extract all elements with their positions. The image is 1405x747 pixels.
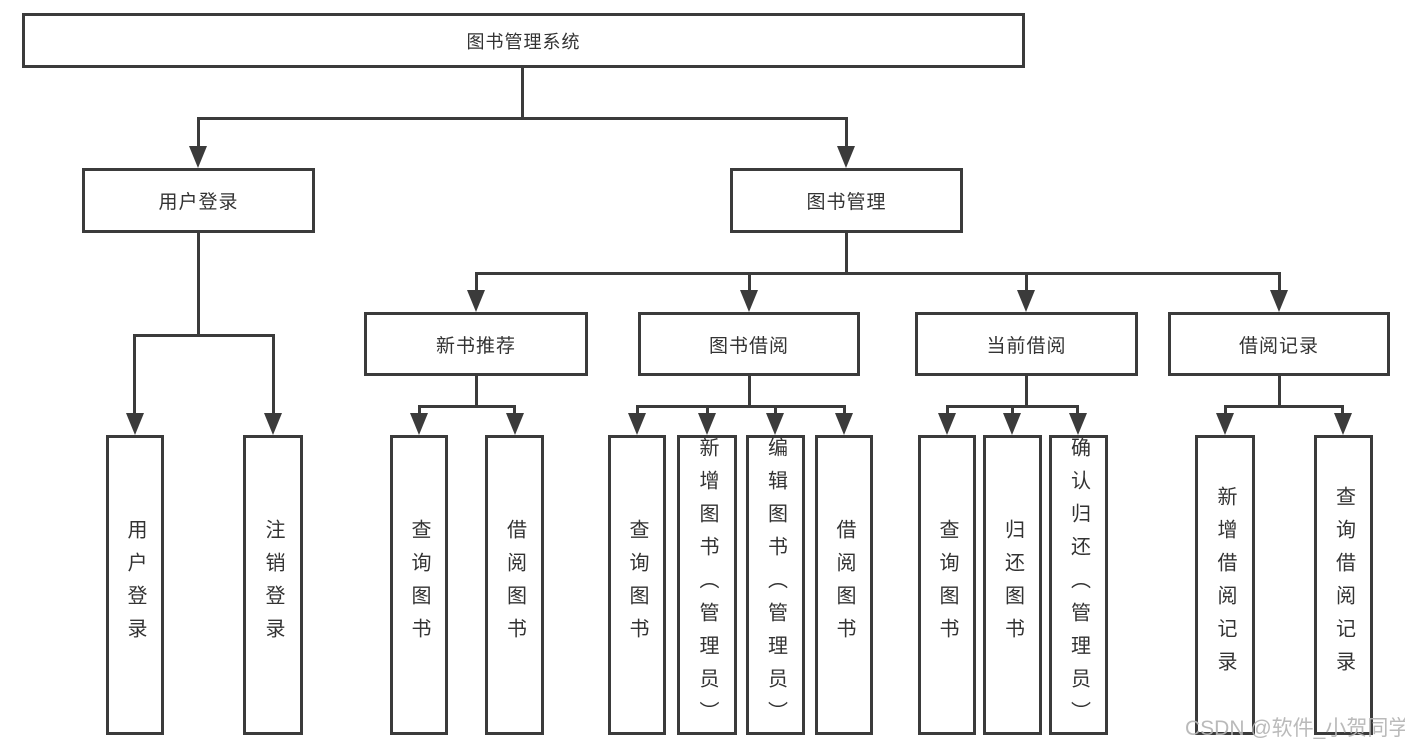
node-label: 新增借阅记录: [1214, 486, 1236, 684]
node-leaf-user-login: 用户登录: [106, 435, 164, 735]
arrow-down-icon: [1270, 290, 1288, 312]
connector-bookmgmt-trunk: [845, 233, 848, 275]
connector-rec-split: [418, 405, 516, 408]
connector-stem: [1278, 272, 1281, 292]
connector-br-split: [1224, 405, 1344, 408]
arrow-down-icon: [698, 413, 716, 435]
arrow-down-icon: [740, 290, 758, 312]
node-leaf-rec-borrow-book: 借阅图书: [485, 435, 544, 735]
connector-stem: [636, 405, 639, 416]
arrow-down-icon: [506, 413, 524, 435]
connector-stem: [845, 117, 848, 148]
node-label: 查询借阅记录: [1332, 486, 1355, 684]
arrow-down-icon: [264, 413, 282, 435]
connector-br-trunk: [1278, 376, 1281, 408]
node-leaf-bb-add-book-admin: 新增图书（管理员）: [677, 435, 737, 735]
node-label: 图书管理: [806, 192, 887, 213]
connector-stem: [1025, 272, 1028, 292]
node-borrowing-records: 借阅记录: [1168, 312, 1390, 376]
node-label: 借阅图书: [503, 519, 526, 651]
arrow-down-icon: [1003, 413, 1021, 435]
node-leaf-rec-query-book: 查询图书: [390, 435, 448, 735]
node-leaf-br-add-record: 新增借阅记录: [1195, 435, 1255, 735]
connector-stem: [197, 117, 200, 148]
connector-stem: [513, 405, 516, 416]
arrow-down-icon: [628, 413, 646, 435]
connector-bookmgmt-split: [475, 272, 1281, 275]
csdn-watermark: CSDN @软件_小贺同学: [1185, 717, 1405, 740]
arrow-down-icon: [410, 413, 428, 435]
node-label: 新增图书（管理员）: [696, 436, 718, 734]
connector-stem: [418, 405, 421, 416]
node-label: 图书管理系统: [466, 31, 581, 52]
connector-stem: [475, 272, 478, 292]
node-leaf-bb-edit-book-admin: 编辑图书（管理员）: [746, 435, 805, 735]
node-label: 新书推荐: [435, 335, 516, 357]
node-label: 查询图书: [408, 519, 430, 651]
node-label: 归还图书: [1001, 519, 1024, 651]
arrow-down-icon: [835, 413, 853, 435]
node-current-borrowing: 当前借阅: [915, 312, 1138, 376]
connector-rec-trunk: [475, 376, 478, 408]
node-label: 当前借阅: [986, 335, 1067, 357]
arrow-down-icon: [467, 290, 485, 312]
arrow-down-icon: [126, 413, 144, 435]
arrow-down-icon: [1017, 290, 1035, 312]
node-label: 注销登录: [262, 519, 284, 651]
connector-userlogin-split: [133, 334, 275, 337]
arrow-down-icon: [1334, 413, 1352, 435]
connector-stem: [843, 405, 846, 416]
connector-root-split: [197, 117, 848, 120]
connector-bb-split: [636, 405, 845, 408]
arrow-down-icon: [938, 413, 956, 435]
node-label: 编辑图书（管理员）: [764, 436, 787, 734]
arrow-down-icon: [1069, 413, 1087, 435]
node-label: 借阅图书: [833, 519, 855, 651]
connector-stem: [1076, 405, 1079, 416]
node-label: 用户登录: [124, 519, 146, 651]
node-book-borrowing: 图书借阅: [638, 312, 860, 376]
node-leaf-br-query-record: 查询借阅记录: [1314, 435, 1373, 735]
arrow-down-icon: [189, 146, 207, 168]
connector-stem: [272, 334, 275, 415]
node-leaf-cb-confirm-return-admin: 确认归还（管理员）: [1049, 435, 1108, 735]
connector-stem: [774, 405, 777, 416]
arrow-down-icon: [1216, 413, 1234, 435]
node-label: 图书借阅: [708, 335, 789, 357]
node-new-book-recommend: 新书推荐: [364, 312, 588, 376]
node-label: 用户登录: [158, 192, 239, 213]
connector-root-trunk: [521, 68, 524, 120]
node-label: 借阅记录: [1238, 335, 1319, 357]
node-leaf-cb-query-book: 查询图书: [918, 435, 976, 735]
node-label: 确认归还（管理员）: [1067, 436, 1090, 734]
connector-stem: [1224, 405, 1227, 416]
connector-bb-trunk: [748, 376, 751, 408]
connector-cb-trunk: [1025, 376, 1028, 408]
connector-stem: [1341, 405, 1344, 416]
node-label: 查询图书: [626, 519, 648, 651]
node-leaf-logout: 注销登录: [243, 435, 303, 735]
node-label: 查询图书: [936, 519, 958, 651]
arrow-down-icon: [766, 413, 784, 435]
node-leaf-cb-return-book: 归还图书: [983, 435, 1042, 735]
node-book-management: 图书管理: [730, 168, 963, 233]
connector-stem: [1011, 405, 1014, 416]
node-root-library-system: 图书管理系统: [22, 13, 1025, 68]
connector-stem: [946, 405, 949, 416]
node-user-login: 用户登录: [82, 168, 315, 233]
connector-stem: [748, 272, 751, 292]
connector-stem: [706, 405, 709, 416]
node-leaf-bb-query-book: 查询图书: [608, 435, 666, 735]
node-leaf-bb-borrow-book: 借阅图书: [815, 435, 873, 735]
arrow-down-icon: [837, 146, 855, 168]
connector-stem: [133, 334, 136, 415]
connector-userlogin-trunk: [197, 233, 200, 337]
